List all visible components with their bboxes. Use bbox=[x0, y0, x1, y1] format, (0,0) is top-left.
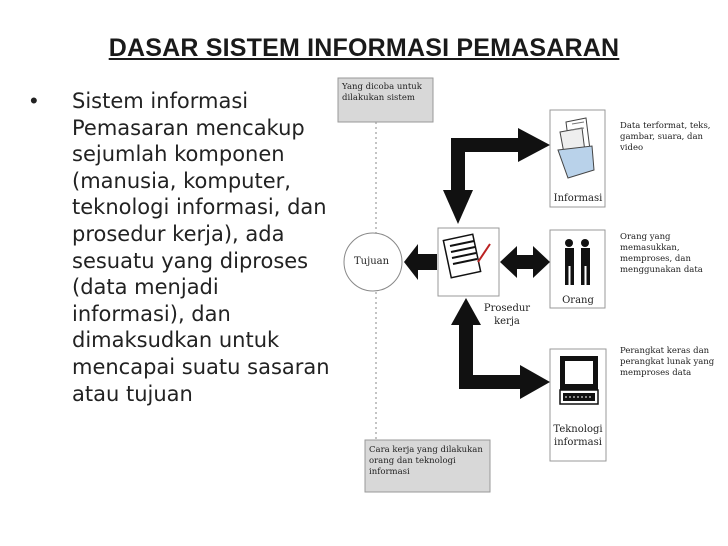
box-bottom-label: Cara kerja yang dilakukan orang dan tekn… bbox=[369, 445, 487, 478]
teknologi-label: Teknologi informasi bbox=[551, 423, 605, 449]
teknologi-description: Perangkat keras dan perangkat lunak yang… bbox=[620, 346, 718, 379]
orang-description: Orang yang memasukkan, memproses, dan me… bbox=[620, 232, 718, 276]
informasi-description: Data terformat, teks, gambar, suara, dan… bbox=[620, 121, 718, 154]
arrow-up-to-prosedur-head bbox=[451, 298, 481, 325]
arrow-to-orang-head bbox=[533, 246, 550, 278]
informasi-label: Informasi bbox=[552, 192, 604, 205]
arrow-informasi-path bbox=[458, 145, 520, 180]
tujuan-label: Tujuan bbox=[354, 255, 394, 268]
arrow-down-to-prosedur-head bbox=[443, 190, 473, 224]
computer-icon bbox=[560, 356, 598, 404]
arrow-orang-shaft bbox=[516, 255, 534, 269]
arrow-to-prosedur-head bbox=[500, 246, 517, 278]
arrow-to-informasi-head bbox=[518, 128, 550, 162]
prosedur-label: Prosedur kerja bbox=[483, 302, 531, 328]
box-top-label: Yang dicoba untuk dilakukan sistem bbox=[342, 82, 430, 104]
arrow-to-teknologi-head bbox=[520, 365, 550, 399]
arrow-to-tujuan bbox=[404, 244, 437, 280]
orang-label: Orang bbox=[558, 294, 598, 307]
